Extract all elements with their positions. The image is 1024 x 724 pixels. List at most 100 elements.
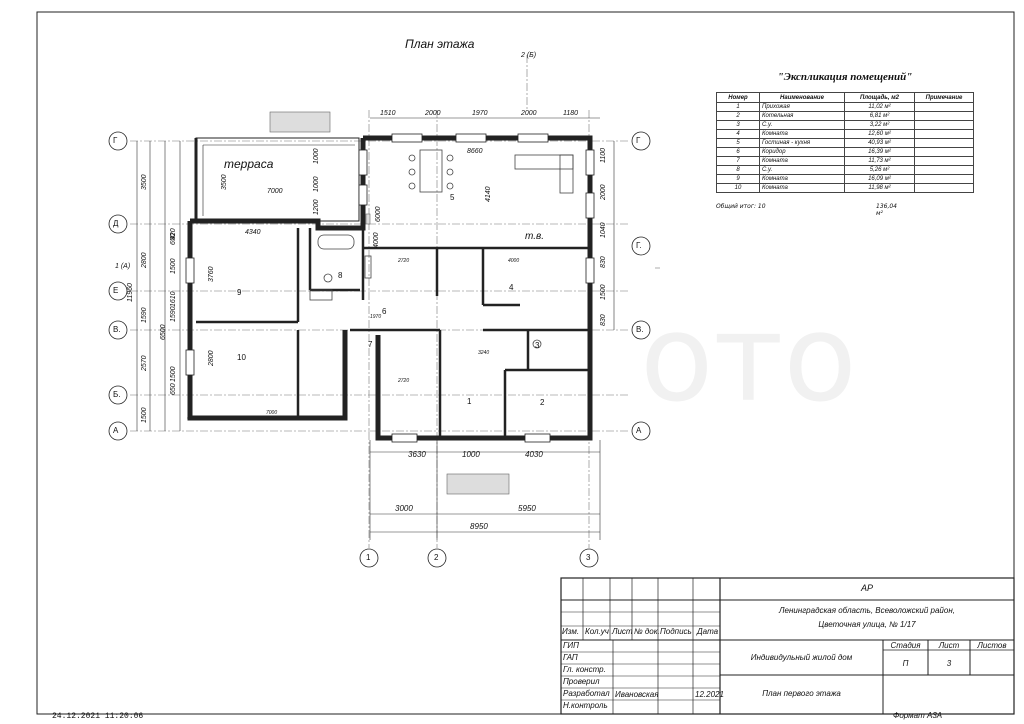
dim-room9: 4340 <box>245 229 261 236</box>
axis-label-row-right: Г <box>636 136 641 145</box>
dim-terrace: 1000 <box>313 148 320 164</box>
dimension-lines <box>136 117 615 540</box>
explication-title: "Экспликация помещений" <box>777 71 913 83</box>
furniture <box>309 149 574 349</box>
col-header-note: Примечание <box>914 92 974 103</box>
sheet-header: Лист <box>938 641 960 650</box>
dim-terrace: 1200 <box>313 199 320 215</box>
axis-label-row-left: А <box>113 426 119 435</box>
dim-left-overall: 11960 <box>127 283 134 302</box>
axis-lines <box>130 55 660 548</box>
porch-steps <box>365 213 510 495</box>
title-block-role: ГАП <box>563 653 578 662</box>
top-marker: 2 (Б) <box>521 52 537 59</box>
room-area-cell: 3,22 м² <box>844 120 915 130</box>
dim-right: 1040 <box>600 222 607 238</box>
total-value: 136,04 м² <box>876 203 897 217</box>
dim-terrace: 3500 <box>221 174 228 190</box>
dim-misc: 4000 <box>508 258 520 264</box>
dim-misc: 4000 <box>373 232 380 248</box>
dim-top: 1180 <box>563 110 579 117</box>
dim-misc: 7000 <box>266 410 278 416</box>
room-area-cell: 12,60 м² <box>844 129 915 139</box>
room-name-cell: Комната <box>759 156 845 166</box>
dim-terrace: 7000 <box>267 188 283 195</box>
room-note-cell <box>914 183 974 193</box>
room-number-cell: 7 <box>716 156 760 166</box>
title-block-role: Проверил <box>563 677 600 686</box>
dim-bottom-chain: 3000 <box>395 504 413 513</box>
axis-label-column: 2 <box>434 553 439 562</box>
title-block-role: Н.контроль <box>563 701 608 710</box>
explication-grid: Номер Наименование Площадь, м2 Примечани… <box>716 92 974 193</box>
room-note-cell <box>914 129 974 139</box>
dim-left-inner: 1590 <box>170 306 177 322</box>
document-code: АР <box>860 583 873 593</box>
room-area-cell: 11,73 м² <box>844 156 915 166</box>
room-name-cell: Котельная <box>759 111 845 121</box>
title-block-role: ГИП <box>563 641 579 650</box>
dim-bottom-chain: 5950 <box>518 504 536 513</box>
title-block-grid <box>560 577 1015 715</box>
room-note-cell <box>914 138 974 148</box>
dim-bottom: 1000 <box>462 450 480 459</box>
axis-label-column: 3 <box>586 553 591 562</box>
terrace-label: терраса <box>224 157 274 171</box>
axis-markers <box>108 131 651 568</box>
axis-label-row-left: Е <box>113 286 119 295</box>
axis-label-row-left: В. <box>113 325 121 334</box>
plan-title: План этажа <box>405 37 475 51</box>
room-area-cell: 11,98 м² <box>844 183 915 193</box>
room-note-cell <box>914 111 974 121</box>
dim-misc: 3240 <box>478 350 490 356</box>
room-note-cell <box>914 120 974 130</box>
dim-left: 1590 <box>141 307 148 323</box>
dim-misc: 4140 <box>485 186 492 202</box>
project-name: Индивидульный жилой дом <box>750 653 853 662</box>
outer-walls <box>187 135 593 441</box>
room-number-cell: 3 <box>716 120 760 130</box>
room-number-cell: 5 <box>716 138 760 148</box>
dim-bottom-overall: 8950 <box>470 522 488 531</box>
room-note-cell <box>914 147 974 157</box>
col-header-number: Номер <box>716 92 760 103</box>
dim-bottom: 4030 <box>525 450 543 459</box>
room-number: 4 <box>509 283 514 292</box>
room-name-cell: С.у. <box>759 165 845 175</box>
dim-left-inner: 1610 <box>170 291 177 307</box>
inner-walls <box>196 228 590 438</box>
tv-label: т.в. <box>525 231 544 242</box>
watermark: ото <box>640 290 857 429</box>
room-area-cell: 5,26 м² <box>844 165 915 175</box>
dim-room10: 2800 <box>208 350 215 366</box>
axis-label-row-left: Г <box>113 136 118 145</box>
dim-left-inner: 420 <box>170 228 177 240</box>
room-number: 2 <box>540 398 545 407</box>
explication-table: "Экспликация помещений" Номер Наименован… <box>716 67 974 217</box>
room-number: 3 <box>535 341 540 350</box>
room-number-cell: 10 <box>716 183 760 193</box>
total-label: Общий итог: 10 <box>716 203 766 210</box>
room-number: 10 <box>237 353 246 362</box>
terrace <box>194 111 360 222</box>
dim-top: 2000 <box>521 110 537 117</box>
dim-misc: 1970 <box>370 314 382 320</box>
axis-label-column: 1 <box>366 553 371 562</box>
room-area-cell: 40,93 м² <box>844 138 915 148</box>
developer-date: 12.2021 <box>695 690 724 699</box>
axis-label-row-right: В. <box>636 325 644 334</box>
format-label: Формат А3А <box>893 711 943 720</box>
address-line-2: Цветочная улица, № 1/17 <box>818 620 916 629</box>
stage-value: П <box>902 659 909 668</box>
sheets-header: Листов <box>977 641 1007 650</box>
dim-top: 2000 <box>425 110 441 117</box>
dim-left: 1500 <box>141 407 148 423</box>
